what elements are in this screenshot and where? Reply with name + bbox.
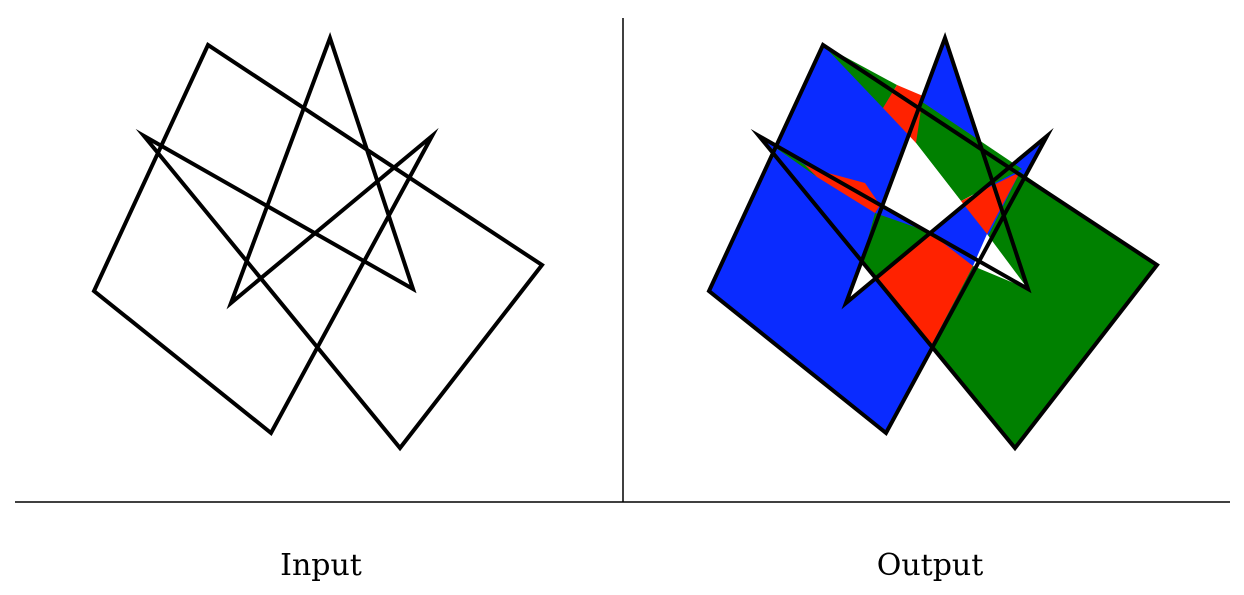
input-polygon bbox=[91, 31, 545, 452]
input-panel bbox=[91, 31, 545, 452]
hole-center bbox=[883, 143, 961, 205]
output-panel bbox=[706, 31, 1160, 452]
output-caption: Output bbox=[877, 548, 984, 583]
red-region-center bbox=[877, 232, 973, 344]
red-region-left bbox=[805, 165, 880, 213]
input-caption: Input bbox=[280, 548, 362, 583]
green-region-top bbox=[823, 45, 897, 108]
green-region-center bbox=[862, 213, 929, 279]
output-outline bbox=[706, 31, 1160, 452]
red-region-right bbox=[961, 172, 1020, 234]
